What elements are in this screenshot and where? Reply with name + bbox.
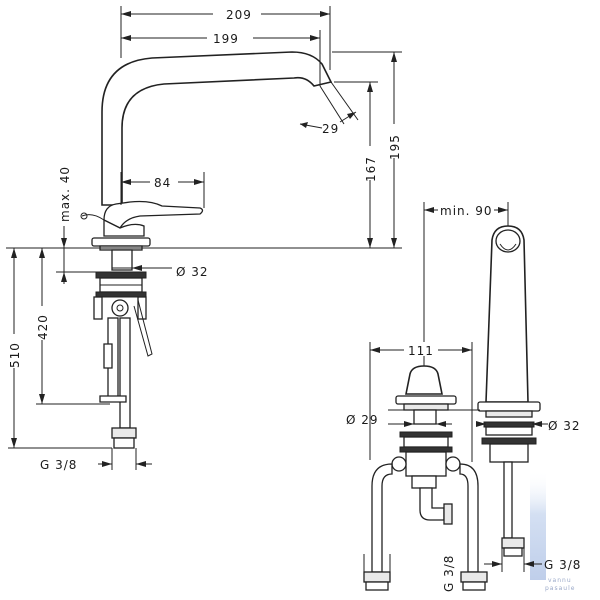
dimension-diameter-32-right: Ø 32 xyxy=(476,419,581,433)
dimension-420: 420 xyxy=(34,248,110,405)
dim-text-420: 420 xyxy=(36,314,50,340)
spout-base xyxy=(477,401,541,412)
watermark-logo: vannu pasaule xyxy=(530,470,575,592)
dim-text-111: 111 xyxy=(408,344,434,358)
dim-text-thread-left: G 3/8 xyxy=(40,458,77,472)
dimension-84: 84 xyxy=(120,172,205,208)
dimension-thread-bottom-left: G 3/8 xyxy=(363,554,456,592)
dim-text-195: 195 xyxy=(388,134,402,160)
separate-spout xyxy=(477,225,541,557)
spout-supply-tube xyxy=(503,461,513,539)
mounting-nut xyxy=(95,271,147,279)
dim-text-199: 199 xyxy=(213,32,239,46)
dim-text-diameter-29: Ø 29 xyxy=(346,413,379,427)
dim-text-209: 209 xyxy=(226,8,252,22)
dimension-thread-left: G 3/8 xyxy=(40,448,152,472)
dim-text-diameter-32-right: Ø 32 xyxy=(548,419,581,433)
watermark-text-2: pasaule xyxy=(545,585,575,592)
dim-text-diameter-32-left: Ø 32 xyxy=(176,265,209,279)
dim-text-167: 167 xyxy=(364,156,378,182)
dim-text-min-90: min. 90 xyxy=(440,204,493,218)
lever-handle xyxy=(103,200,204,229)
connector-g38-left xyxy=(111,427,137,439)
dim-text-510: 510 xyxy=(8,342,22,368)
dimension-max-40: max. 40 xyxy=(56,166,98,284)
mixer-faucet xyxy=(80,51,333,449)
dimension-510: 510 xyxy=(6,248,112,449)
dimension-195: 195 xyxy=(332,51,402,248)
dimension-167: 167 xyxy=(334,81,378,248)
dimension-diameter-29: Ø 29 xyxy=(346,413,452,427)
dimension-angle-29: 29 xyxy=(299,81,359,136)
dim-text-thread-bottom-left: G 3/8 xyxy=(442,555,456,592)
valve-hose-left xyxy=(371,463,393,573)
valve-body xyxy=(405,451,447,477)
valve-knob xyxy=(405,365,443,395)
dim-text-thread-bottom-right: G 3/8 xyxy=(544,558,581,572)
dimension-209: 209 xyxy=(120,6,331,70)
faucet-base xyxy=(91,237,151,247)
dimension-199: 199 xyxy=(121,30,321,86)
dimension-diameter-32-left: Ø 32 xyxy=(112,265,209,279)
dimension-min-90: min. 90 xyxy=(423,202,509,366)
watermark-text-1: vannu xyxy=(548,577,572,584)
dim-text-max-40: max. 40 xyxy=(58,166,72,222)
valve-hose-right xyxy=(459,463,479,573)
connector-g38-valve-left xyxy=(363,571,391,583)
dimension-111: 111 xyxy=(369,342,473,462)
connector-g38-spout xyxy=(501,537,525,549)
dimension-thread-bottom-right: G 3/8 xyxy=(484,548,581,572)
dim-text-84: 84 xyxy=(154,176,171,190)
separate-handle-valve xyxy=(363,365,488,591)
dim-text-29-angle: 29 xyxy=(322,122,339,136)
